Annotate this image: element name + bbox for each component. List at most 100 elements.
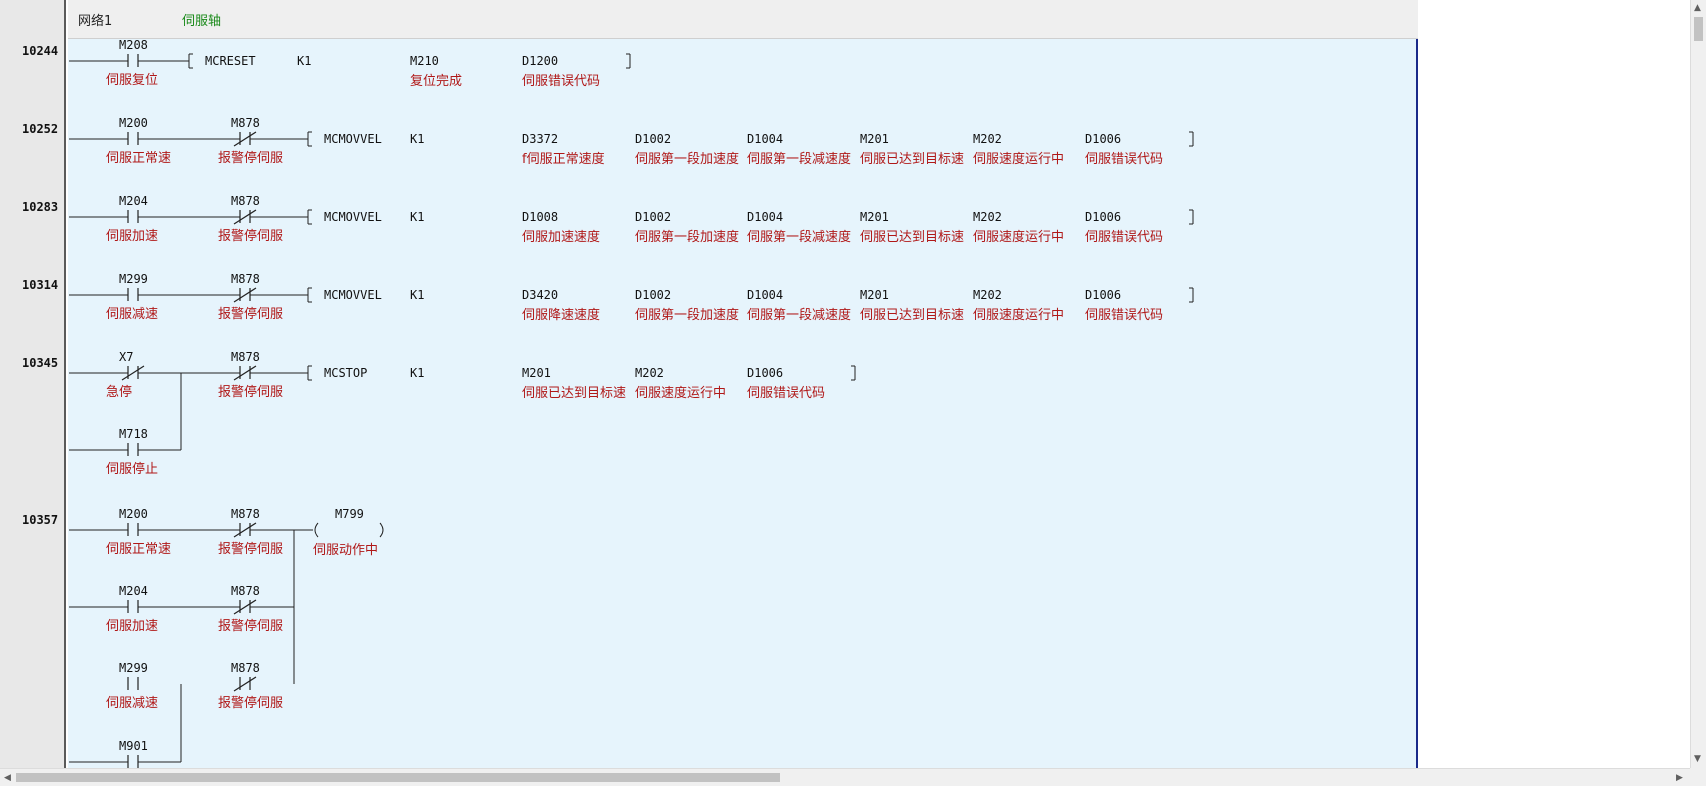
no-contact[interactable] xyxy=(127,443,139,456)
arrow-down-icon[interactable]: ▼ xyxy=(1694,754,1701,764)
operand-comment: 伺服第一段减速度 xyxy=(747,230,852,245)
instruction-operand: M201 xyxy=(522,366,551,380)
instruction-operand: K1 xyxy=(410,132,425,146)
no-contact[interactable] xyxy=(127,132,139,145)
contact-device: M200 xyxy=(119,507,148,521)
coil-right xyxy=(379,522,384,538)
operand-comment: 伺服已达到目标速 xyxy=(860,230,965,245)
instruction-operand: D1002 xyxy=(635,132,672,146)
network-comment: 伺服轴 xyxy=(182,14,222,29)
contact-device: M299 xyxy=(119,272,148,286)
contact-comment: 报警停伺服 xyxy=(218,307,284,322)
contact-comment: 伺服正常速 xyxy=(106,542,172,557)
instruction-operand: D1006 xyxy=(1085,210,1122,224)
operand-comment: 伺服已达到目标速 xyxy=(860,152,965,167)
instruction-operand: D1002 xyxy=(635,210,672,224)
instruction-operand: M202 xyxy=(973,288,1002,302)
no-contact[interactable] xyxy=(127,210,139,223)
instruction-operand: M210 xyxy=(410,54,439,68)
contact-comment: 急停 xyxy=(106,385,133,400)
coil-comment: 伺服动作中 xyxy=(313,543,379,558)
instruction-operand: M201 xyxy=(860,132,889,146)
vertical-scrollbar[interactable]: ▲ ▼ xyxy=(1690,0,1706,768)
instruction-operand: K1 xyxy=(297,54,312,68)
contact-device: M299 xyxy=(119,661,148,675)
operand-comment: 伺服错误代码 xyxy=(1085,152,1164,167)
instruction-operand: D1008 xyxy=(522,210,559,224)
operand-comment: 伺服第一段加速度 xyxy=(635,308,740,323)
contact-comment: 伺服减速 xyxy=(106,307,159,322)
instruction-operand: K1 xyxy=(410,210,425,224)
instruction-operand: M202 xyxy=(973,132,1002,146)
instruction-operand: M201 xyxy=(860,210,889,224)
contact-device: M208 xyxy=(119,38,148,52)
step-number: 10244 xyxy=(22,44,59,58)
no-contact[interactable] xyxy=(127,755,139,768)
operand-comment: 伺服第一段加速度 xyxy=(635,152,740,167)
nc-contact[interactable] xyxy=(233,676,257,692)
instruction-mnemonic: MCMOVVEL xyxy=(324,210,382,224)
no-contact[interactable] xyxy=(127,677,139,690)
contact-device: M878 xyxy=(231,350,260,364)
arrow-left-icon[interactable]: ◀ xyxy=(4,773,11,783)
step-number: 10252 xyxy=(22,122,59,136)
operand-comment: 伺服已达到目标速 xyxy=(522,386,627,401)
contact-comment: 报警停伺服 xyxy=(218,151,284,166)
operand-comment: 伺服错误代码 xyxy=(522,74,601,89)
instruction-operand: K1 xyxy=(410,288,425,302)
no-contact[interactable] xyxy=(127,523,139,536)
contact-device: M878 xyxy=(231,507,260,521)
scrollbar-corner xyxy=(1690,768,1706,786)
coil-left xyxy=(314,522,319,538)
contact-device: M718 xyxy=(119,427,148,441)
operand-comment: 伺服错误代码 xyxy=(1085,308,1164,323)
vertical-scroll-thumb[interactable] xyxy=(1694,17,1703,41)
instruction-mnemonic: MCMOVVEL xyxy=(324,288,382,302)
contact-comment: 伺服停止 xyxy=(106,462,159,477)
instruction-operand: D1006 xyxy=(747,366,784,380)
operand-comment: 伺服已达到目标速 xyxy=(860,308,965,323)
arrow-right-icon[interactable]: ▶ xyxy=(1676,773,1683,783)
contact-device: M200 xyxy=(119,116,148,130)
no-contact[interactable] xyxy=(127,54,139,67)
operand-comment: 伺服错误代码 xyxy=(747,386,826,401)
instruction-operand: D3420 xyxy=(522,288,559,302)
contact-comment: 伺服正常速 xyxy=(106,151,172,166)
horizontal-scroll-thumb[interactable] xyxy=(16,773,780,782)
no-contact[interactable] xyxy=(127,600,139,613)
operand-comment: 伺服速度运行中 xyxy=(635,386,727,401)
instruction-operand: D1004 xyxy=(747,132,784,146)
network-label: 网络1 xyxy=(78,14,113,29)
instruction-mnemonic: MCSTOP xyxy=(324,366,368,380)
contact-comment: 报警停伺服 xyxy=(218,385,284,400)
instruction-operand: D1004 xyxy=(747,288,784,302)
network-header[interactable]: 网络1 伺服轴 xyxy=(68,0,1418,39)
no-contact[interactable] xyxy=(127,288,139,301)
contact-device: M878 xyxy=(231,194,260,208)
operand-comment: 伺服降速速度 xyxy=(522,308,601,323)
contact-comment: 伺服加速 xyxy=(106,619,159,634)
contact-comment: 报警停伺服 xyxy=(218,229,284,244)
contact-comment: 报警停伺服 xyxy=(218,542,284,557)
operand-comment: 伺服速度运行中 xyxy=(973,152,1065,167)
contact-comment: 伺服减速 xyxy=(106,696,159,711)
instruction-operand: D1006 xyxy=(1085,288,1122,302)
horizontal-scrollbar[interactable]: ◀ ▶ xyxy=(0,768,1690,786)
instruction-operand: D1004 xyxy=(747,210,784,224)
instruction-operand: M202 xyxy=(973,210,1002,224)
step-number: 10345 xyxy=(22,356,59,370)
arrow-up-icon[interactable]: ▲ xyxy=(1694,3,1701,13)
ladder-wires xyxy=(69,53,1194,768)
instruction-mnemonic: MCRESET xyxy=(205,54,256,68)
instruction-operand: D1200 xyxy=(522,54,559,68)
step-number-gutter xyxy=(0,0,66,768)
coil-device: M799 xyxy=(335,507,364,521)
step-number: 10357 xyxy=(22,513,59,527)
step-number: 10283 xyxy=(22,200,59,214)
operand-comment: 伺服第一段减速度 xyxy=(747,152,852,167)
contact-comment: 伺服复位 xyxy=(106,73,159,88)
contact-device: M204 xyxy=(119,194,148,208)
operand-comment: 伺服第一段减速度 xyxy=(747,308,852,323)
contact-device: M878 xyxy=(231,116,260,130)
